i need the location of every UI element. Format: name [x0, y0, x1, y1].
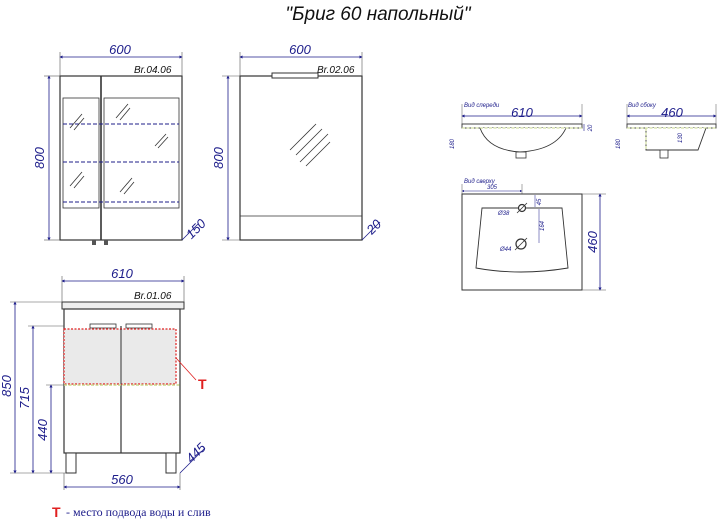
sink-side-label: Вид сбоку [628, 103, 657, 109]
legend-marker: Т [52, 504, 61, 519]
vanity-depth: 445 [183, 439, 209, 465]
mirror-cabinet-height: 800 [32, 146, 47, 168]
sink-top-label: Вид сверху [464, 179, 496, 185]
vanity-bottom-width: 560 [111, 472, 133, 487]
sink-side-inner: 130 [678, 132, 684, 143]
legend-text: - место подвода воды и слив [66, 505, 211, 519]
sink-top-offset-b: 164 [540, 220, 546, 231]
sink-side-width: 460 [661, 105, 683, 120]
sink-top-depth: 460 [585, 230, 600, 252]
sink-top-drain-hole: Ø44 [499, 247, 512, 253]
mirror-width: 600 [289, 42, 311, 57]
mirror-view: 600 Br.02.06 800 20 [211, 42, 385, 241]
vanity-code: Br.01.06 [134, 291, 172, 302]
mirror-cabinet-view: 600 Br.04.06 800 150 [32, 42, 209, 245]
sink-top-tap-hole: Ø38 [497, 211, 510, 217]
mirror-cabinet-width: 600 [109, 42, 131, 57]
legend: Т - место подвода воды и слив [52, 504, 211, 519]
sink-top-offset: 305 [487, 185, 498, 191]
vanity-height-total: 850 [0, 374, 14, 396]
plumbing-zone [63, 328, 177, 385]
sink-front-width: 610 [511, 105, 533, 120]
mirror-depth: 20 [363, 216, 385, 238]
sink-top-view: Вид сверху 305 Ø38 Ø44 45 164 460 [461, 179, 606, 291]
sink-front-height: 180 [450, 138, 456, 149]
vanity-height-connection: 440 [35, 418, 50, 440]
sink-front-view: Вид спереди 610 20 180 [450, 103, 594, 159]
sink-front-label: Вид спереди [464, 103, 500, 109]
sink-side-height: 180 [616, 138, 622, 149]
vanity-top-width: 610 [111, 266, 133, 281]
sink-side-view: Вид сбоку 460 180 130 [616, 103, 717, 159]
mirror-height: 800 [211, 146, 226, 168]
plumbing-marker: Т [198, 376, 207, 392]
vanity-view: Т 610 Br.01.06 850 715 440 560 445 [0, 266, 209, 490]
mirror-cabinet-code: Br.04.06 [134, 65, 172, 76]
vanity-height-body: 715 [17, 386, 32, 408]
sink-front-side: 20 [588, 124, 594, 132]
mirror-code: Br.02.06 [317, 65, 355, 76]
mirror-cabinet-depth: 150 [183, 215, 209, 241]
sink-top-offset-a: 45 [537, 198, 543, 205]
drawing-title: "Бриг 60 напольный" [285, 4, 471, 25]
